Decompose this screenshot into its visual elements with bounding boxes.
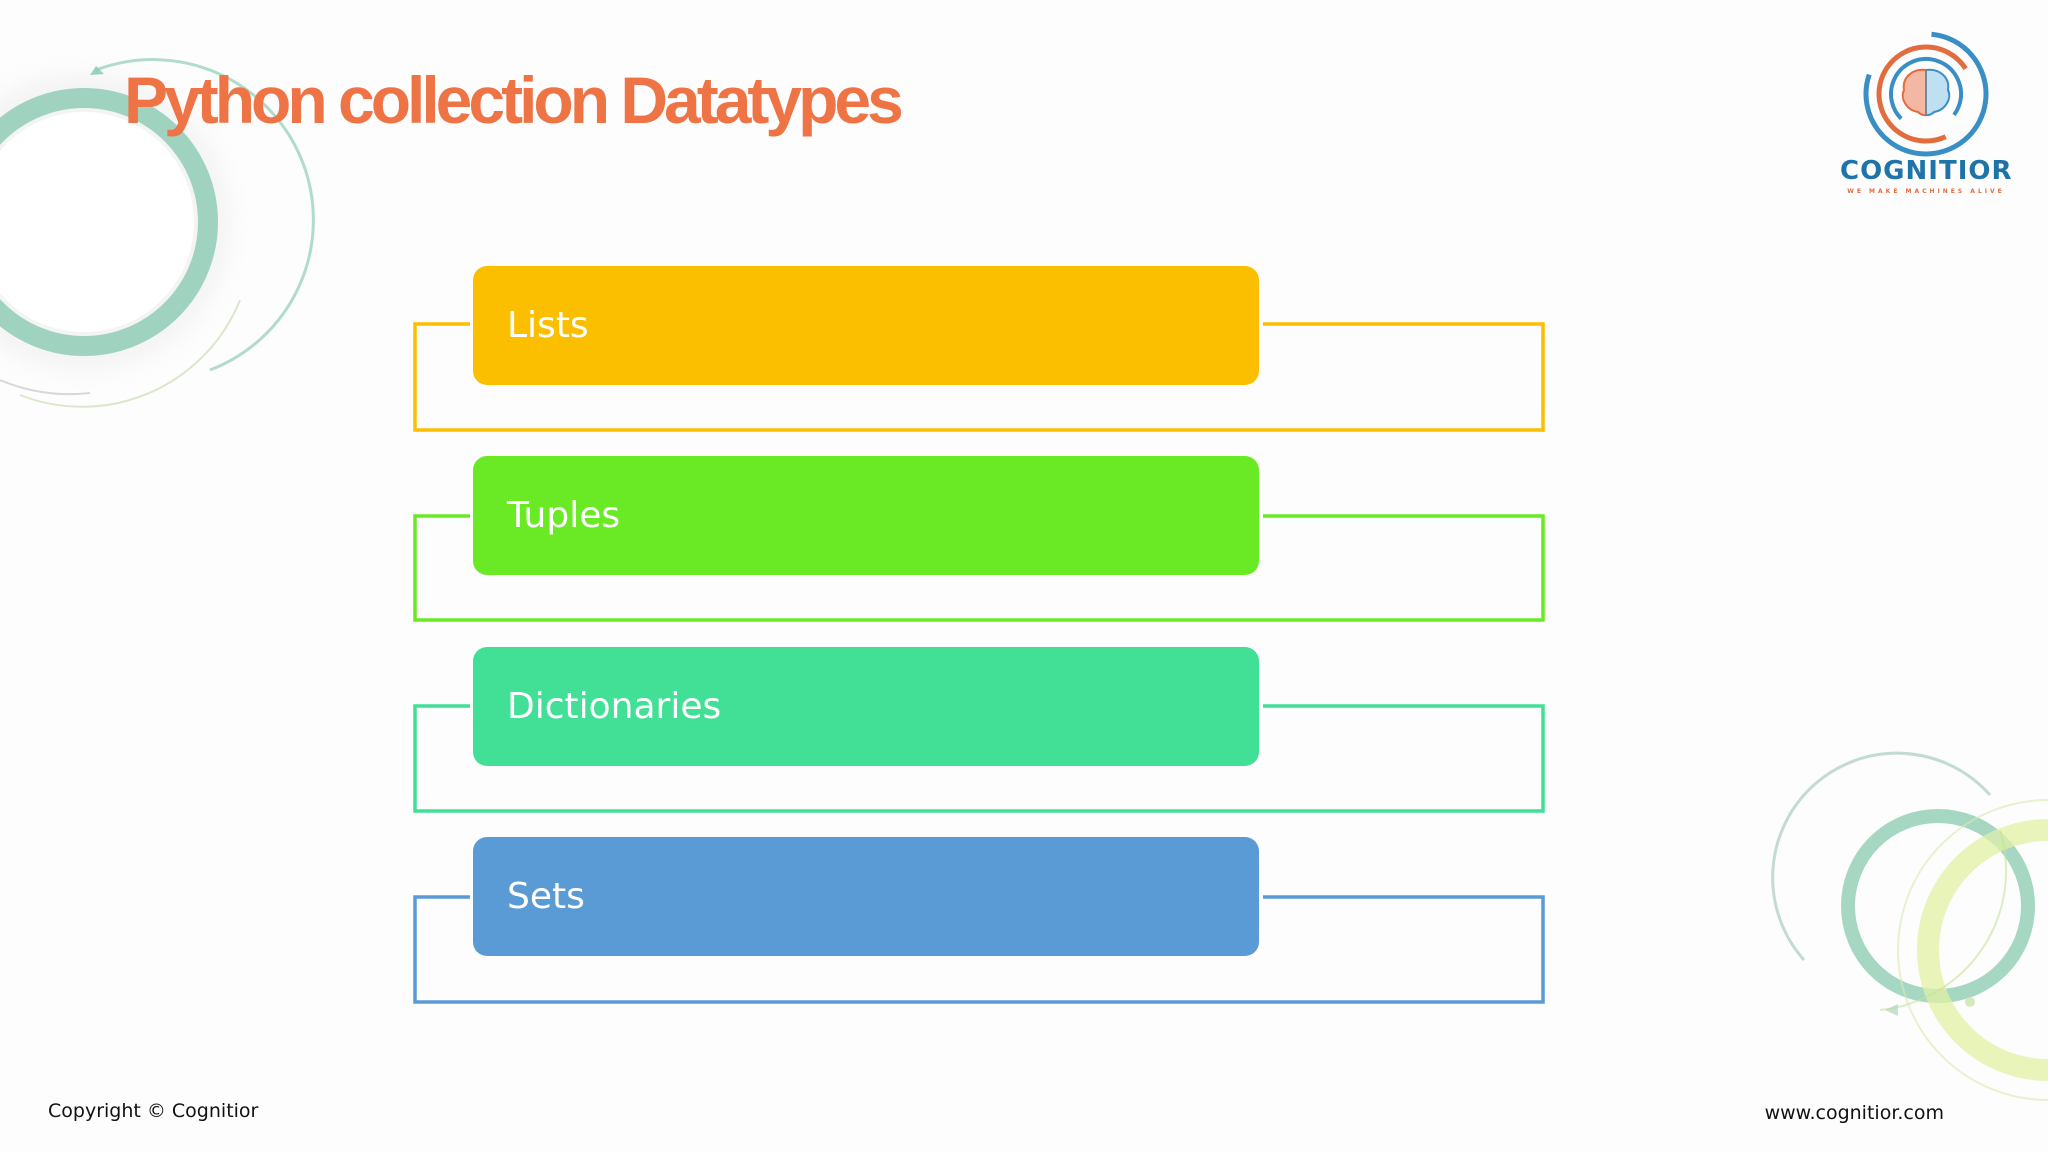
collection-item-lists: Lists (413, 266, 1545, 444)
sets-label: Sets (507, 876, 585, 917)
logo-tagline: WE MAKE MACHINES ALIVE (1847, 188, 2005, 195)
dictionaries-box[interactable]: Dictionaries (473, 647, 1259, 766)
logo-wordmark: COGNITIOR (1840, 156, 2013, 186)
item-bracket (413, 895, 1545, 1004)
item-bracket (413, 704, 1545, 813)
item-bracket (413, 514, 1545, 622)
slide-title: Python collection Datatypes (124, 63, 904, 137)
dictionaries-label: Dictionaries (507, 686, 722, 727)
bottom-right-ring-decoration (1771, 751, 2048, 1101)
tuples-box[interactable]: Tuples (473, 456, 1259, 575)
collection-item-dictionaries: Dictionaries (413, 647, 1545, 825)
item-bracket (413, 322, 1545, 432)
tuples-label: Tuples (507, 495, 621, 536)
lists-box[interactable]: Lists (473, 266, 1259, 385)
cognitior-logo: COGNITIOR WE MAKE MACHINES ALIVE (1840, 20, 2048, 210)
collection-item-tuples: Tuples (413, 456, 1545, 634)
website-link[interactable]: www.cognitior.com (1764, 1102, 1944, 1124)
sets-box[interactable]: Sets (473, 837, 1259, 956)
collection-item-sets: Sets (413, 837, 1545, 1015)
top-left-ring-decoration (0, 58, 315, 408)
lists-label: Lists (507, 305, 589, 346)
copyright-text: Copyright © Cognitior (48, 1100, 259, 1122)
brain-logo-icon (1863, 31, 1989, 157)
